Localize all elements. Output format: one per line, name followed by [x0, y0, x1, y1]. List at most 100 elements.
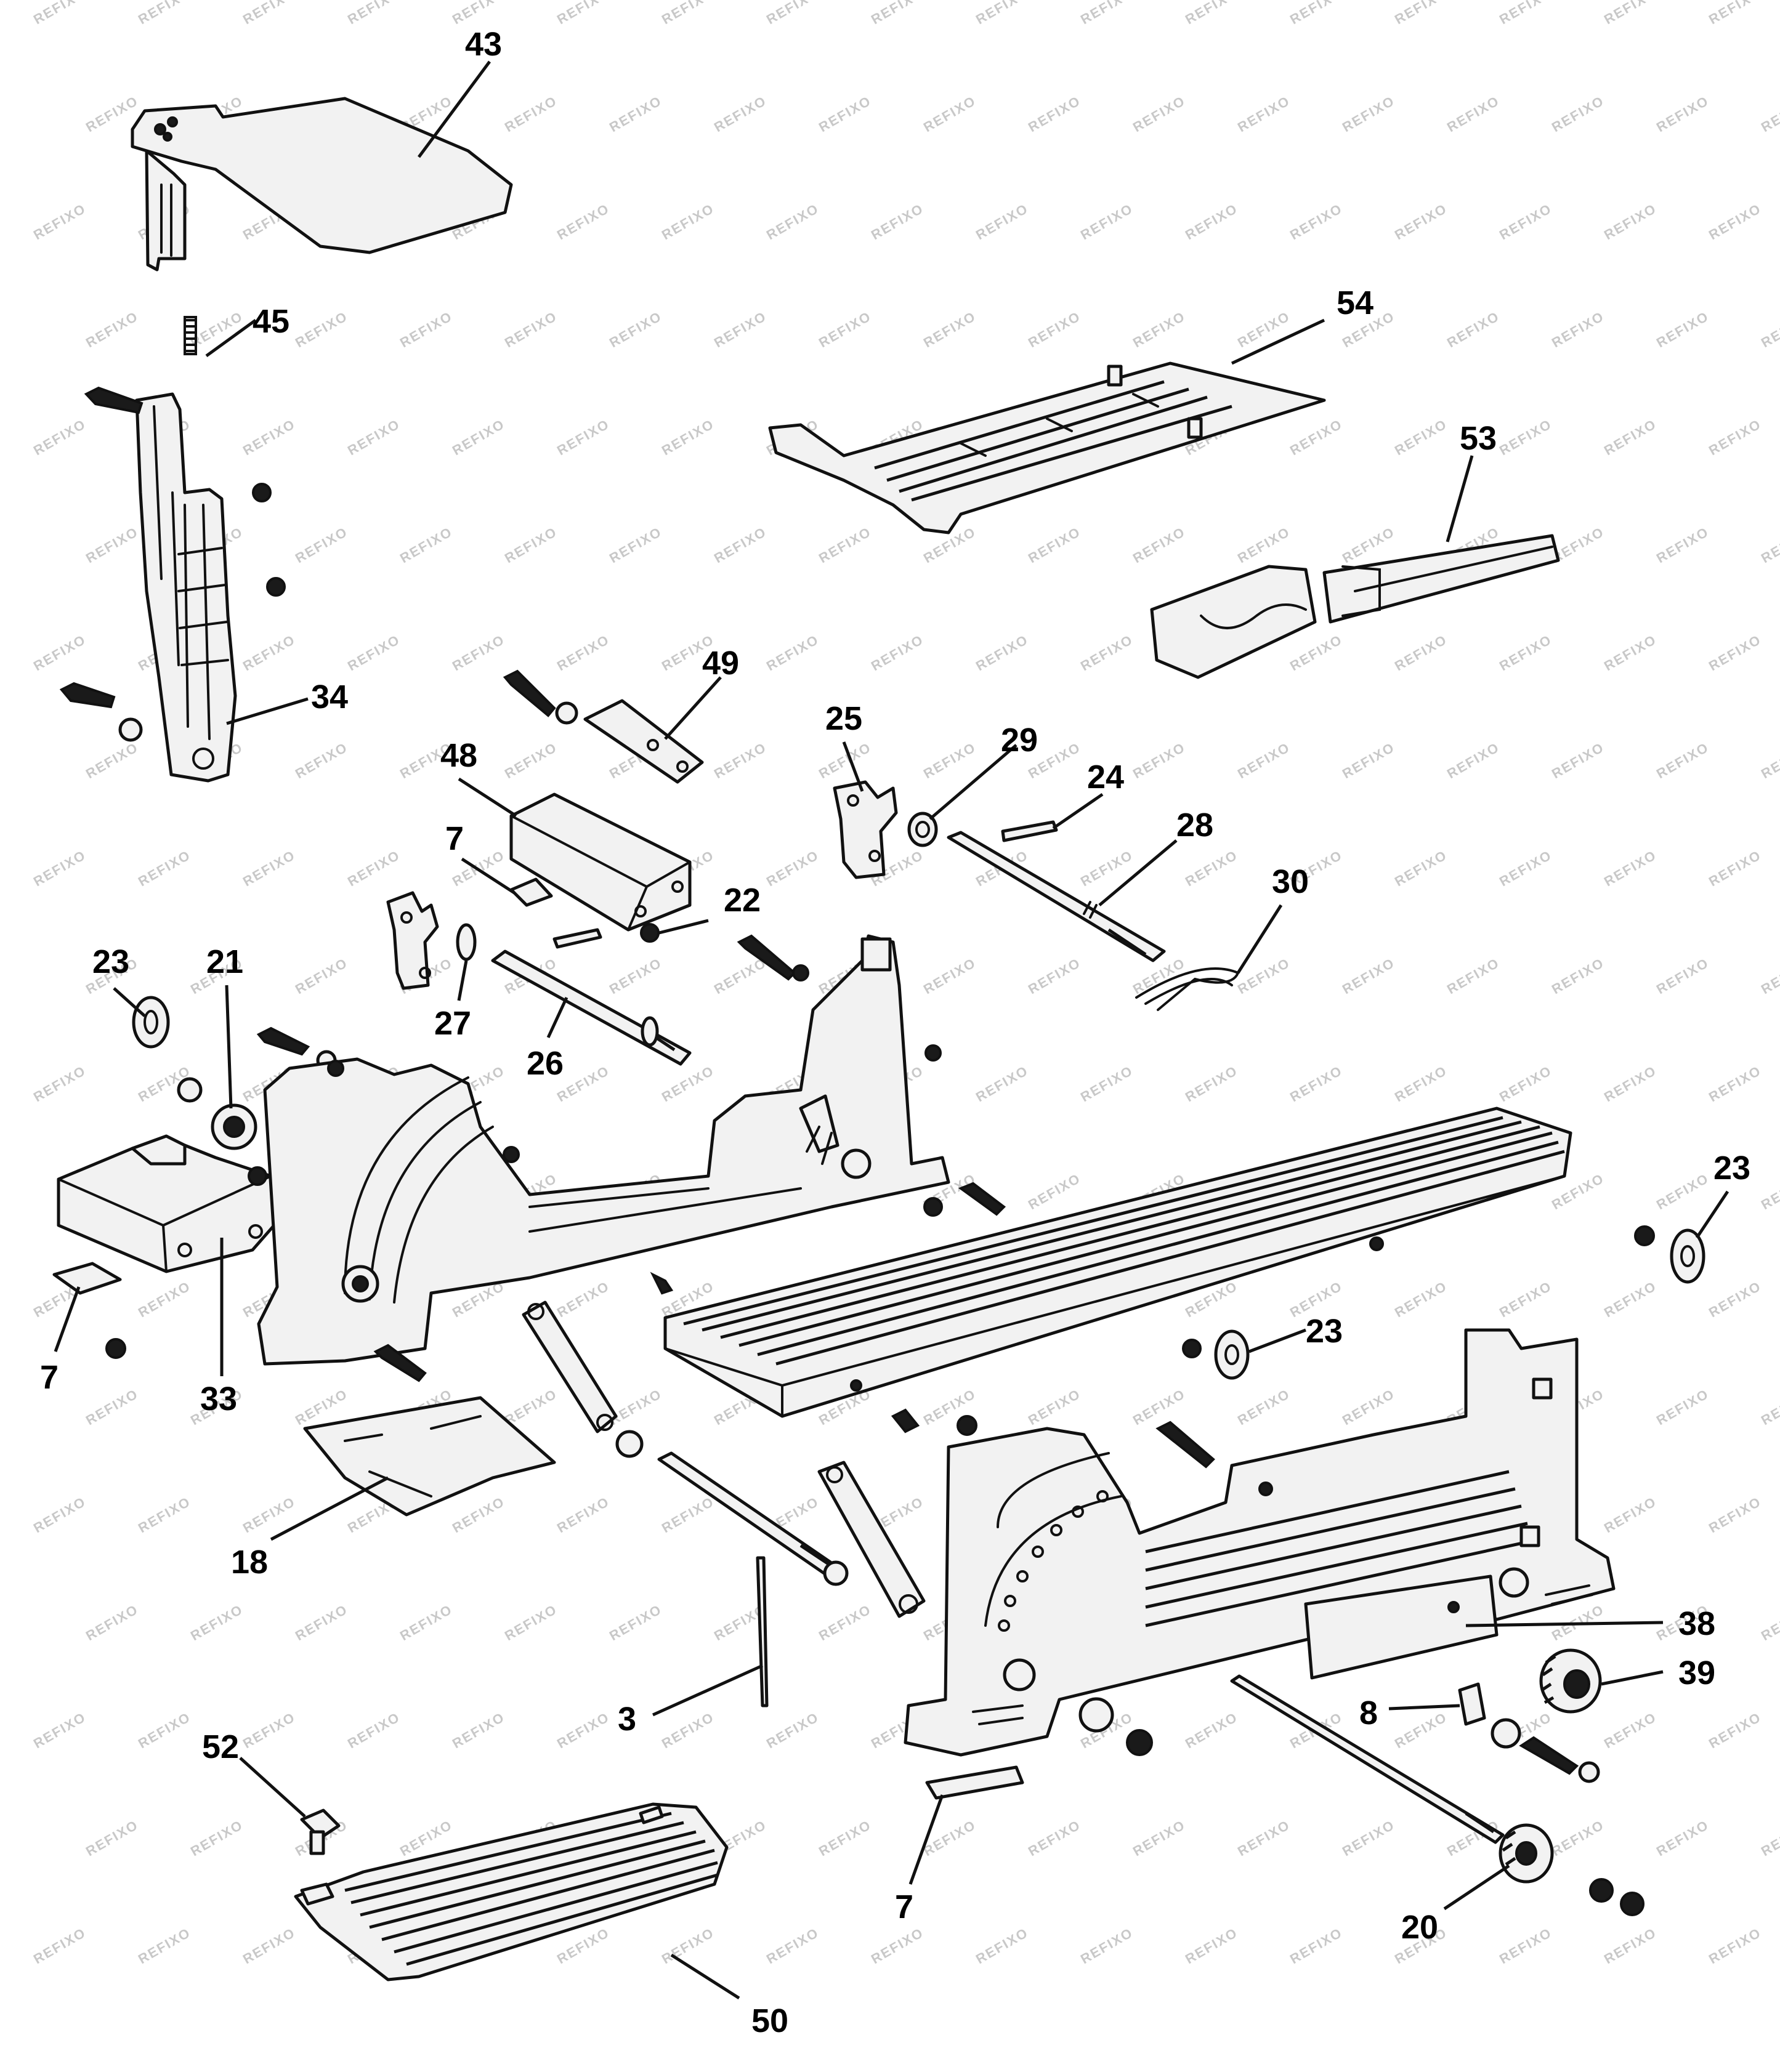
watermark-text: REFIXO — [1549, 308, 1607, 351]
watermark-text: REFIXO — [973, 632, 1031, 674]
callout-38: 38 — [1678, 1605, 1715, 1642]
watermark-text: REFIXO — [1340, 955, 1398, 998]
callout-54: 54 — [1337, 284, 1373, 321]
part-52-thumb-screw — [300, 1808, 341, 1855]
watermark-text: REFIXO — [502, 93, 560, 135]
watermark-text: REFIXO — [450, 1709, 508, 1752]
watermark-text: REFIXO — [1130, 1386, 1188, 1429]
watermark-text: REFIXO — [31, 416, 89, 459]
watermark-text: REFIXO — [1601, 416, 1659, 459]
watermark-text: REFIXO — [868, 0, 926, 27]
watermark-text: REFIXO — [659, 1925, 717, 1967]
watermark-text: REFIXO — [1392, 1063, 1450, 1105]
watermark-text: REFIXO — [136, 1709, 193, 1752]
callout-8: 8 — [1359, 1695, 1378, 1731]
watermark-text: REFIXO — [502, 308, 560, 351]
watermark-text: REFIXO — [1601, 201, 1659, 243]
watermark-text: REFIXO — [764, 1709, 822, 1752]
watermark-text: REFIXO — [1026, 93, 1083, 135]
watermark-text: REFIXO — [1497, 0, 1555, 27]
quadrant-holes — [998, 1490, 1109, 1632]
watermark-text: REFIXO — [1601, 1063, 1659, 1105]
watermark-text: REFIXO — [764, 0, 822, 27]
watermark-text: REFIXO — [1706, 1278, 1764, 1321]
callout-52: 52 — [202, 1728, 239, 1765]
watermark-text: REFIXO — [1497, 1925, 1555, 1967]
watermark-text: REFIXO — [1706, 847, 1764, 890]
watermark-text: REFIXO — [502, 1386, 560, 1429]
watermark-text: REFIXO — [1392, 1709, 1450, 1752]
watermark-text: REFIXO — [450, 0, 508, 27]
callout-43: 43 — [465, 26, 502, 63]
watermark-text: REFIXO — [1549, 1817, 1607, 1860]
watermark-text: REFIXO — [1601, 1278, 1659, 1321]
callout-7-bottom: 7 — [895, 1889, 913, 1925]
part-43-table-top — [131, 97, 513, 272]
part-53-push-stick — [1150, 534, 1560, 679]
watermark-text: REFIXO — [711, 524, 769, 566]
watermark-text: REFIXO — [1601, 1925, 1659, 1967]
watermark-text: REFIXO — [816, 1602, 874, 1644]
watermark-text: REFIXO — [240, 1925, 298, 1967]
watermark-text: REFIXO — [1601, 1709, 1659, 1752]
watermark-text: REFIXO — [1706, 416, 1764, 459]
part-28-shaft-assembly — [907, 812, 1240, 1011]
watermark-text: REFIXO — [1444, 93, 1502, 135]
watermark-text: REFIXO — [1706, 0, 1764, 27]
watermark-text: REFIXO — [240, 632, 298, 674]
callout-23-right: 23 — [1713, 1150, 1750, 1187]
part-34-vertical-guide — [59, 386, 286, 783]
watermark-text: REFIXO — [1758, 1171, 1780, 1213]
watermark-text: REFIXO — [1287, 201, 1345, 243]
watermark-text: REFIXO — [31, 0, 89, 27]
part-50-extension — [294, 1802, 729, 1981]
watermark-text: REFIXO — [83, 308, 141, 351]
watermark-text: REFIXO — [554, 416, 612, 459]
watermark-text: REFIXO — [868, 632, 926, 674]
watermark-text: REFIXO — [1654, 955, 1712, 998]
watermark-text: REFIXO — [1340, 1386, 1398, 1429]
watermark-text: REFIXO — [293, 740, 350, 782]
watermark-text: REFIXO — [240, 0, 298, 27]
watermark-text: REFIXO — [1549, 955, 1607, 998]
watermark-text: REFIXO — [1654, 1817, 1712, 1860]
watermark-text: REFIXO — [711, 955, 769, 998]
watermark-text: REFIXO — [397, 308, 455, 351]
watermark-text: REFIXO — [659, 1709, 717, 1752]
watermark-text: REFIXO — [1235, 93, 1293, 135]
watermark-text: REFIXO — [1444, 955, 1502, 998]
callout-24: 24 — [1087, 759, 1124, 796]
callout-22: 22 — [724, 882, 761, 919]
watermark-text: REFIXO — [31, 1494, 89, 1536]
part-49-pin-block — [503, 669, 704, 784]
watermark-text: REFIXO — [1130, 308, 1188, 351]
watermark-text: REFIXO — [554, 201, 612, 243]
watermark-text: REFIXO — [1549, 93, 1607, 135]
watermark-text: REFIXO — [31, 632, 89, 674]
callout-45: 45 — [253, 303, 289, 340]
callout-7-left: 7 — [40, 1359, 59, 1396]
watermark-text: REFIXO — [83, 1602, 141, 1644]
watermark-text: REFIXO — [293, 955, 350, 998]
leader-lines — [54, 60, 1729, 2000]
part-8-bracket — [925, 1682, 1600, 1800]
callout-18: 18 — [231, 1544, 268, 1581]
callout-50: 50 — [751, 2002, 788, 2039]
watermark-text: REFIXO — [921, 955, 979, 998]
callout-26: 26 — [527, 1045, 564, 1082]
callout-27: 27 — [434, 1005, 471, 1042]
watermark-text: REFIXO — [293, 1602, 350, 1644]
watermark-text: REFIXO — [554, 1709, 612, 1752]
callout-28: 28 — [1176, 807, 1213, 844]
watermark-text: REFIXO — [1287, 1925, 1345, 1967]
watermark-text: REFIXO — [1758, 1602, 1780, 1644]
part-33-end-block — [52, 1134, 276, 1359]
watermark-text: REFIXO — [868, 1925, 926, 1967]
watermark-text: REFIXO — [764, 1925, 822, 1967]
watermark-text: REFIXO — [397, 1602, 455, 1644]
watermark-text: REFIXO — [554, 1494, 612, 1536]
watermark-text: REFIXO — [1340, 93, 1398, 135]
watermark-text: REFIXO — [1287, 1063, 1345, 1105]
watermark-text: REFIXO — [1601, 0, 1659, 27]
